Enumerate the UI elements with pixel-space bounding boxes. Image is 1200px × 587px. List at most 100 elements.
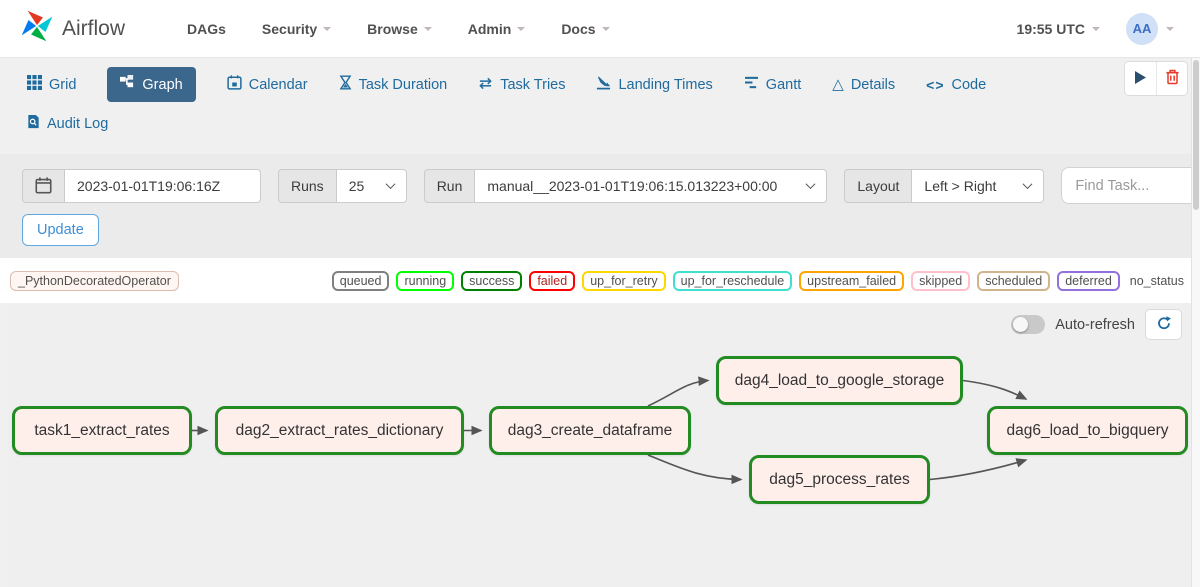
trigger-dag-button[interactable] (1125, 62, 1156, 95)
nav-item-label: Admin (468, 21, 512, 37)
status-badge-up-for-retry[interactable]: up_for_retry (582, 271, 665, 291)
tab-label: Calendar (249, 77, 308, 93)
status-badge-scheduled[interactable]: scheduled (977, 271, 1050, 291)
graph-icon (120, 75, 135, 94)
tab-label: Task Tries (500, 77, 565, 93)
task-node-dag4-load-to-google-storage[interactable]: dag4_load_to_google_storage (716, 356, 963, 405)
chevron-down-icon (806, 179, 816, 189)
layout-value: Left > Right (924, 178, 996, 194)
status-badge-upstream-failed[interactable]: upstream_failed (799, 271, 904, 291)
tab-calendar[interactable]: Calendar (227, 75, 308, 94)
vertical-scrollbar[interactable] (1191, 58, 1200, 587)
nav-right: 19:55 UTC AA (1017, 13, 1174, 45)
chevron-down-icon (602, 27, 610, 31)
nav-item-label: Docs (561, 21, 595, 37)
dag-view-tabs: Grid Graph (0, 58, 1200, 133)
play-icon (1135, 71, 1146, 87)
status-badge-success[interactable]: success (461, 271, 522, 291)
navbar: Airflow DAGs Security Browse Admin Docs … (0, 0, 1200, 58)
layout-select[interactable]: Left > Right (912, 169, 1044, 203)
nav-item-browse[interactable]: Browse (367, 21, 432, 37)
tab-label: Code (952, 77, 987, 93)
task-node-dag2-extract-rates-dictionary[interactable]: dag2_extract_rates_dictionary (215, 406, 464, 455)
chevron-down-icon (323, 27, 331, 31)
tab-task-duration[interactable]: Task Duration (339, 75, 448, 94)
runs-value: 25 (349, 178, 365, 194)
task-node-dag3-create-dataframe[interactable]: dag3_create_dataframe (489, 406, 691, 455)
tab-label: Gantt (766, 77, 801, 93)
gantt-icon (744, 76, 759, 93)
run-label: Run (424, 169, 476, 203)
runs-select[interactable]: 25 (337, 169, 407, 203)
tab-gantt[interactable]: Gantt (744, 76, 801, 93)
delete-dag-button[interactable] (1156, 62, 1187, 95)
run-value: manual__2023-01-01T19:06:15.013223+00:00 (487, 178, 777, 194)
avatar[interactable]: AA (1126, 13, 1158, 45)
status-legend: queued running success failed up_for_ret… (332, 271, 1184, 291)
task-node-dag5-process-rates[interactable]: dag5_process_rates (749, 455, 930, 504)
airflow-brand[interactable]: Airflow (20, 9, 125, 48)
update-button[interactable]: Update (22, 214, 99, 246)
tab-code[interactable]: <> Code (926, 77, 986, 93)
grid-icon (27, 75, 42, 94)
tab-row-1: Grid Graph (27, 67, 1190, 102)
run-controls-bar: Runs 25 Run manual__2023-01-01T19:06:15.… (0, 154, 1200, 258)
tab-grid[interactable]: Grid (27, 75, 76, 94)
nav-item-label: Browse (367, 21, 418, 37)
chevron-down-icon (1023, 179, 1033, 189)
status-badge-skipped[interactable]: skipped (911, 271, 970, 291)
status-label-no-status: no_status (1130, 274, 1184, 288)
tab-task-tries[interactable]: Task Tries (478, 76, 565, 94)
layout-group: Layout Left > Right (844, 169, 1044, 203)
status-badge-deferred[interactable]: deferred (1057, 271, 1120, 291)
status-badge-running[interactable]: running (396, 271, 454, 291)
airflow-pinwheel-icon (20, 9, 54, 48)
timezone-clock[interactable]: 19:55 UTC (1017, 21, 1085, 37)
nav-item-label: Security (262, 21, 317, 37)
tab-label: Task Duration (359, 77, 448, 93)
plane-landing-icon (596, 75, 611, 94)
tab-label: Audit Log (47, 116, 108, 132)
layout-label: Layout (844, 169, 912, 203)
calendar-addon-icon[interactable] (22, 169, 65, 203)
chevron-down-icon (424, 27, 432, 31)
task-node-dag6-load-to-bigquery[interactable]: dag6_load_to_bigquery (987, 406, 1188, 455)
nav-item-security[interactable]: Security (262, 21, 331, 37)
status-badge-queued[interactable]: queued (332, 271, 390, 291)
nav-item-label: DAGs (187, 21, 226, 37)
tab-details[interactable]: △ Details (832, 77, 895, 93)
dag-graph-canvas[interactable]: Auto-refresh task1_extract_rates dag2_ex… (8, 303, 1190, 587)
tab-landing-times[interactable]: Landing Times (596, 75, 712, 94)
nav-item-dags[interactable]: DAGs (187, 21, 226, 37)
tab-label: Landing Times (618, 77, 712, 93)
brand-title: Airflow (62, 17, 125, 41)
find-task-input[interactable] (1061, 167, 1200, 204)
chevron-down-icon[interactable] (1092, 27, 1100, 31)
tab-label: Graph (142, 77, 182, 93)
tab-audit-log[interactable]: Audit Log (27, 114, 108, 133)
tab-label: Details (851, 77, 895, 93)
chevron-down-icon[interactable] (1166, 27, 1174, 31)
tab-label: Grid (49, 77, 76, 93)
code-brackets-icon: <> (926, 77, 944, 93)
chevron-down-icon (517, 27, 525, 31)
repeat-icon (478, 76, 493, 94)
nav-menu: DAGs Security Browse Admin Docs (187, 21, 610, 37)
status-badge-failed[interactable]: failed (529, 271, 575, 291)
triangle-details-icon: △ (832, 77, 844, 92)
nav-item-admin[interactable]: Admin (468, 21, 526, 37)
tab-row-2: Audit Log (27, 114, 1190, 133)
run-select[interactable]: manual__2023-01-01T19:06:15.013223+00:00 (475, 169, 827, 203)
chevron-down-icon (385, 179, 395, 189)
operator-legend-badge[interactable]: _PythonDecoratedOperator (10, 271, 179, 291)
scrollbar-thumb[interactable] (1193, 60, 1199, 210)
nav-item-docs[interactable]: Docs (561, 21, 609, 37)
trash-icon (1165, 69, 1180, 88)
tab-graph[interactable]: Graph (107, 67, 195, 102)
run-group: Run manual__2023-01-01T19:06:15.013223+0… (424, 169, 828, 203)
base-date-input[interactable] (65, 169, 261, 203)
dag-action-buttons (1124, 61, 1188, 96)
task-node-task1-extract-rates[interactable]: task1_extract_rates (12, 406, 192, 455)
calendar-icon (227, 75, 242, 94)
status-badge-up-for-reschedule[interactable]: up_for_reschedule (673, 271, 793, 291)
